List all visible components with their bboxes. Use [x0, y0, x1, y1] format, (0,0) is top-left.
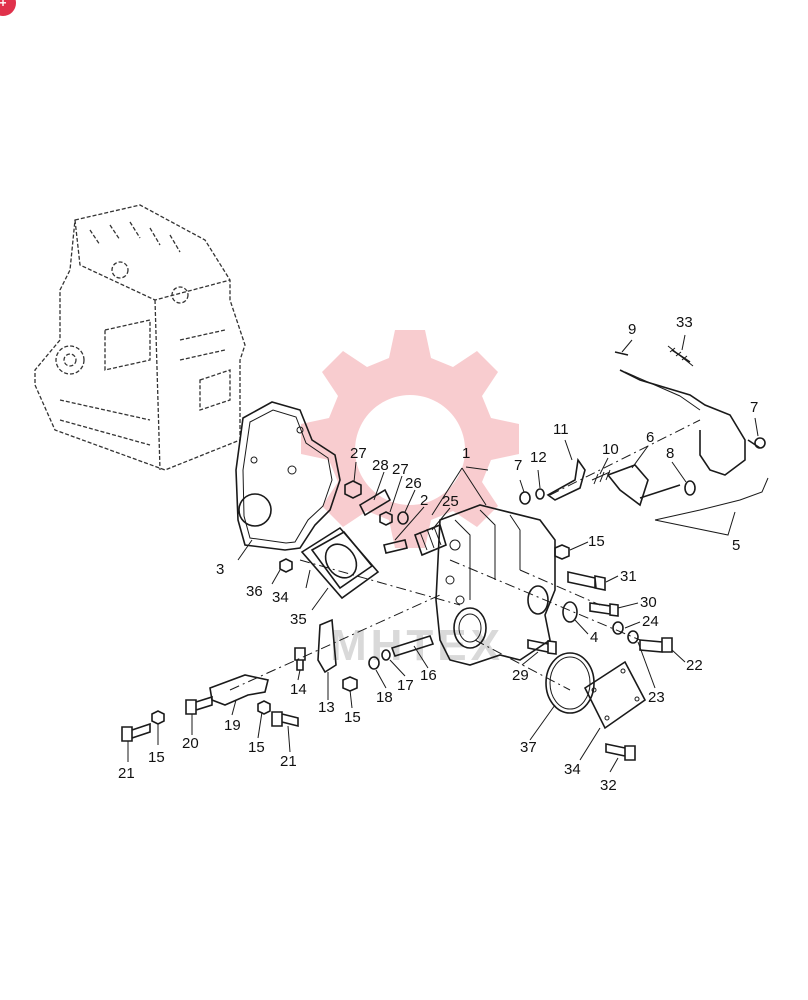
part-label-17: 17: [397, 677, 414, 694]
part-label-23: 23: [648, 689, 665, 706]
part-label-32: 32: [600, 777, 617, 794]
nut-15-center: [342, 676, 358, 692]
washer-7: [519, 491, 531, 505]
link-plate-28: [358, 488, 392, 517]
part-label-35: 35: [290, 611, 307, 628]
watermark-gear-icon: [301, 330, 519, 548]
part-label-13: 13: [318, 699, 335, 716]
o-ring-37: [545, 652, 595, 714]
ring-17: [381, 649, 391, 661]
part-label-1: 1: [462, 445, 470, 462]
washer-12: [535, 488, 545, 500]
bolt-20: [185, 695, 213, 715]
part-label-25: 25: [442, 493, 459, 510]
part-label-15-right: 15: [588, 533, 605, 550]
part-label-4: 4: [590, 629, 598, 646]
spring-10: [591, 469, 611, 485]
part-label-31: 31: [620, 568, 637, 585]
part-label-21-left: 21: [118, 765, 135, 782]
part-label-26: 26: [405, 475, 422, 492]
part-label-15-left: 15: [148, 749, 165, 766]
part-label-7-right: 7: [750, 399, 758, 416]
part-label-34-right: 34: [564, 761, 581, 778]
washer-24: [612, 621, 624, 635]
part-label-9: 9: [628, 321, 636, 338]
governor-housing: [435, 504, 556, 666]
bolt-21-left: [121, 722, 151, 742]
part-label-29: 29: [512, 667, 529, 684]
part-label-12: 12: [530, 449, 547, 466]
part-number-labels: 1 2 3 4 5 6 7 7 8 9 10 11 12 13 14 15 15…: [118, 314, 758, 794]
nut-15-left: [151, 710, 165, 725]
part-label-22: 22: [686, 657, 703, 674]
part-label-33: 33: [676, 314, 693, 331]
bolt-14: [294, 647, 306, 671]
shaft-16: [390, 635, 435, 657]
part-label-15-lower: 15: [248, 739, 265, 756]
washer-26: [397, 511, 409, 525]
part-label-5: 5: [732, 537, 740, 554]
part-label-3: 3: [216, 561, 224, 578]
nut-27-top: [344, 480, 362, 499]
nut-15-right: [554, 544, 570, 560]
part-label-19: 19: [224, 717, 241, 734]
nut-36: [279, 558, 293, 573]
part-label-10: 10: [602, 441, 619, 458]
part-label-34-left: 34: [272, 589, 289, 606]
leader-lines: [127, 334, 769, 773]
part-label-8: 8: [666, 445, 674, 462]
bolt-30: [589, 602, 619, 617]
part-label-27-left: 27: [350, 445, 367, 462]
part-label-21-right: 21: [280, 753, 297, 770]
part-label-36: 36: [246, 583, 263, 600]
part-label-11: 11: [553, 421, 569, 438]
part-label-28: 28: [372, 457, 389, 474]
bolt-32: [605, 743, 636, 761]
governor-lever-assembly: [606, 345, 766, 507]
washer-18: [368, 656, 380, 670]
part-label-7-left: 7: [514, 457, 522, 474]
part-label-16: 16: [420, 667, 437, 684]
watermark-text: MHTEX: [330, 621, 504, 670]
nut-27-mid: [379, 511, 393, 526]
part-label-20: 20: [182, 735, 199, 752]
part-label-37: 37: [520, 739, 537, 756]
part-label-30: 30: [640, 594, 657, 611]
bracket-13: [317, 618, 337, 674]
assembly-centerlines: [229, 419, 701, 691]
part-label-27-right: 27: [392, 461, 409, 478]
part-label-14: 14: [290, 681, 307, 698]
bolt-31: [567, 571, 606, 591]
injection-pump-plate: [300, 526, 380, 600]
lever-19: [209, 674, 269, 706]
lever-11: [546, 457, 586, 501]
part-label-18: 18: [376, 689, 393, 706]
nut-15-lower: [257, 700, 271, 715]
bolt-29: [527, 639, 557, 655]
bolt-22: [639, 637, 673, 653]
small-hardware: [121, 457, 673, 761]
engine-overview-illustration: [34, 204, 246, 471]
bolt-21-right: [271, 711, 299, 728]
part-label-2: 2: [420, 492, 428, 509]
bushing-25: [413, 523, 447, 557]
washer-23: [627, 630, 639, 644]
part-label-6: 6: [646, 429, 654, 446]
part-label-24: 24: [642, 613, 659, 630]
corner-badge: +: [0, 0, 16, 16]
part-label-15-center: 15: [344, 709, 361, 726]
front-cover-gasket: [235, 401, 341, 551]
pin-2: [383, 539, 408, 554]
cover-plate-34: [583, 660, 647, 730]
seal-4: [562, 601, 578, 623]
